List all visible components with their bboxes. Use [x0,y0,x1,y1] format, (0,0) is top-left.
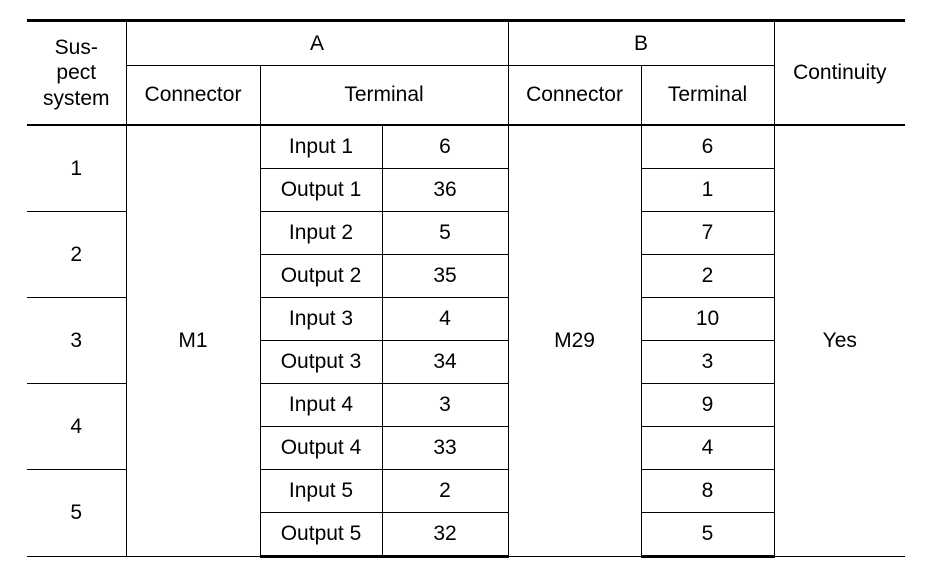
a-connector-header: Connector [126,65,261,126]
suspect-system-cell: 5 [27,469,127,557]
a-terminal-cell: 5 [381,211,509,255]
signal-label-cell: Output 5 [260,512,383,558]
signal-label-cell: Input 2 [259,211,383,255]
b-terminal-cell: 1 [640,168,775,212]
group-a-header: A [125,19,509,66]
suspect-system-cell: 1 [27,124,127,212]
signal-label-cell: Output 3 [260,340,383,384]
b-terminal-cell: 2 [640,254,775,298]
a-terminal-cell: 35 [381,254,509,298]
signal-label-cell: Input 4 [259,383,383,427]
b-terminal-cell: 7 [640,211,775,255]
suspect-system-cell: 3 [27,297,127,384]
b-terminal-cell: 10 [640,297,775,341]
b-terminal-cell: 9 [640,383,775,427]
b-terminal-cell: 4 [640,426,775,470]
signal-label-cell: Input 5 [259,469,383,513]
signal-label-cell: Output 2 [260,254,383,298]
b-connector-header: Connector [507,65,642,126]
continuity-cell: Yes [773,124,906,557]
signal-label-cell: Input 3 [259,297,383,341]
a-terminal-cell: 4 [381,297,509,341]
connector-b-cell: M29 [507,124,642,557]
continuity-header: Continuity [773,19,906,126]
a-terminal-header: Terminal [259,65,509,126]
group-b-header: B [507,19,775,66]
signal-label-cell: Output 4 [260,426,383,470]
a-terminal-cell: 34 [381,340,509,384]
a-terminal-cell: 2 [381,469,509,513]
a-terminal-cell: 32 [381,512,509,558]
signal-label-cell: Output 1 [260,168,383,212]
a-terminal-cell: 3 [381,383,509,427]
continuity-table: Sus- pect system A B Continuity Connecto… [27,19,906,558]
a-terminal-cell: 6 [381,124,509,169]
a-terminal-cell: 36 [381,168,509,212]
a-terminal-cell: 33 [381,426,509,470]
suspect-system-header: Sus- pect system [27,19,127,126]
suspect-system-cell: 4 [27,383,127,470]
b-terminal-cell: 8 [640,469,775,513]
b-terminal-cell: 3 [640,340,775,384]
b-terminal-cell: 5 [640,512,775,558]
signal-label-cell: Input 1 [259,124,383,169]
b-terminal-cell: 6 [640,124,775,169]
connector-a-cell: M1 [125,124,261,557]
suspect-system-cell: 2 [27,211,127,298]
b-terminal-header: Terminal [640,65,775,126]
